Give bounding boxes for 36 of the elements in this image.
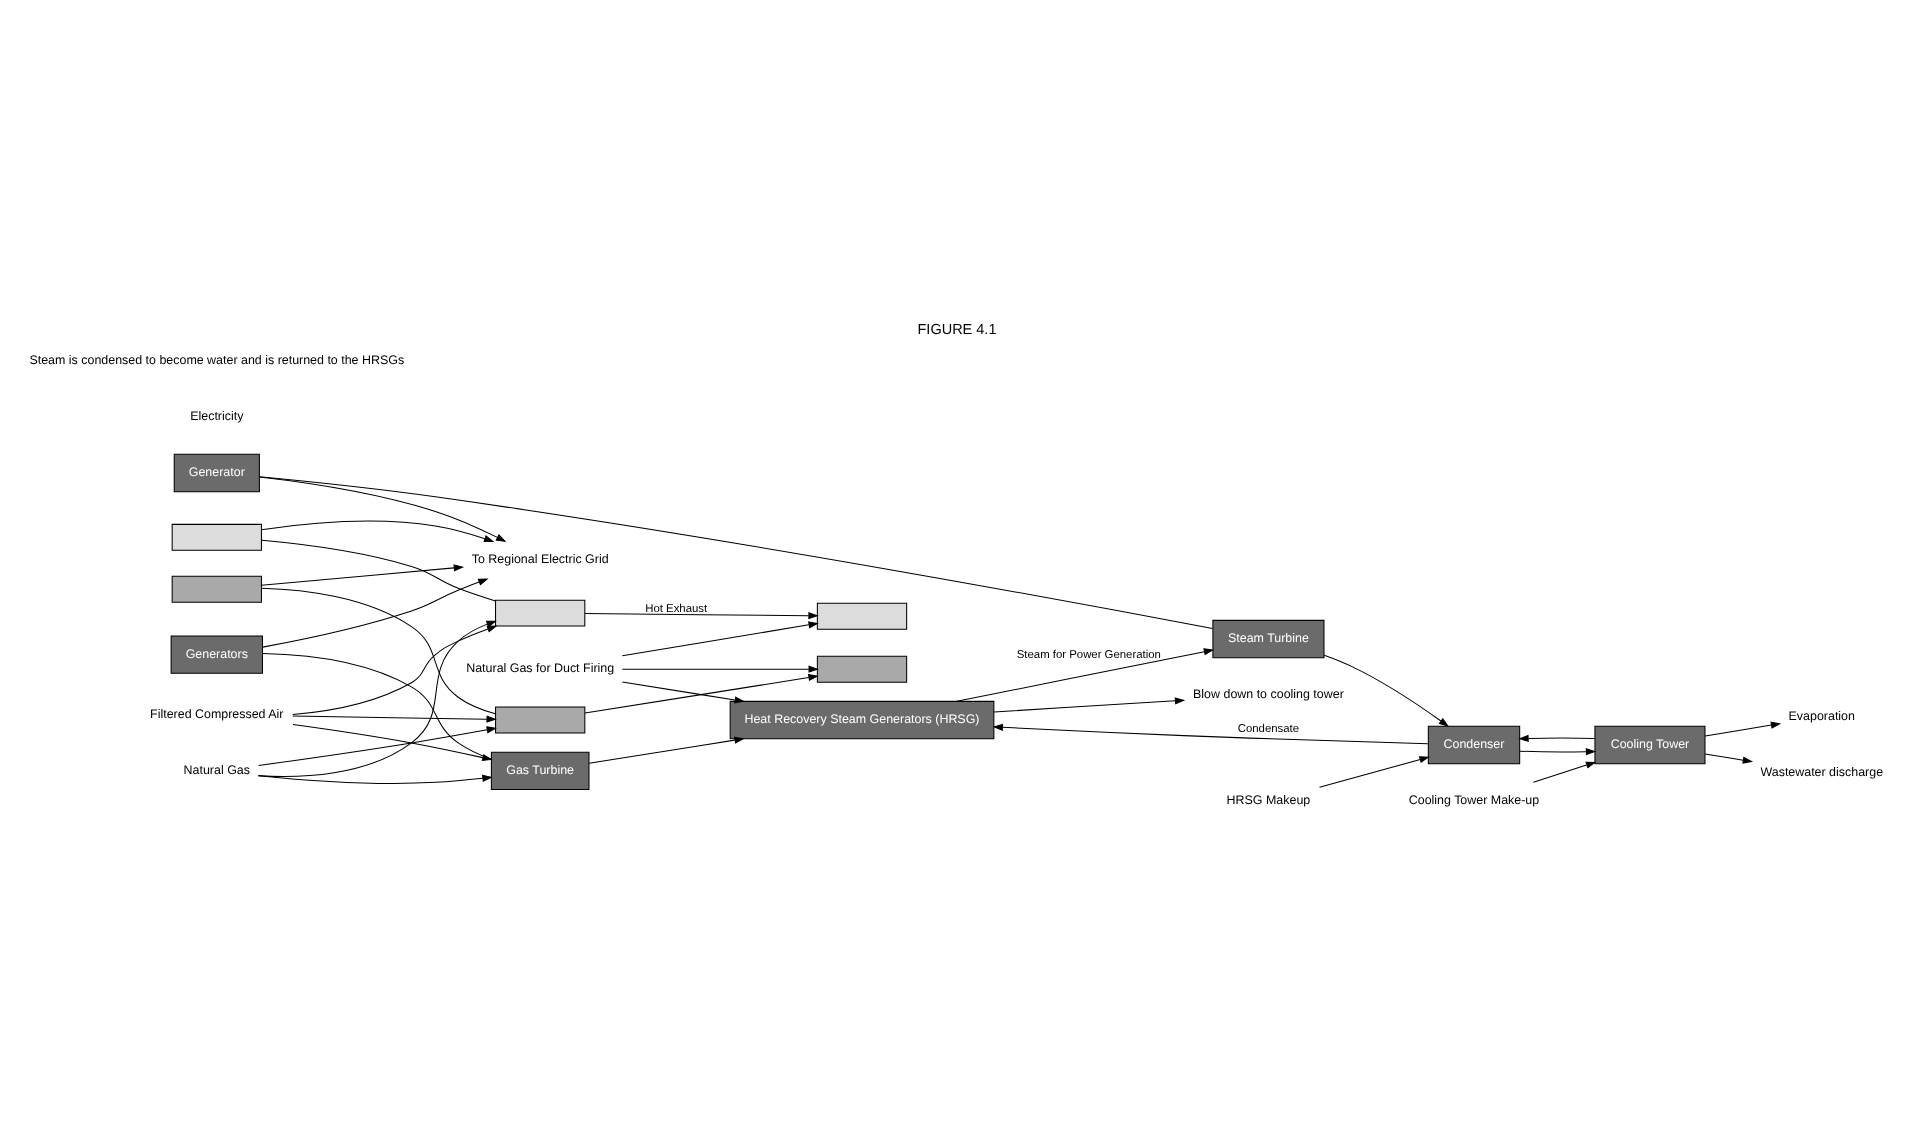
node-box [494,598,585,626]
arrow [256,773,492,783]
arrow [1318,755,1429,787]
arrow [256,619,496,776]
connector [260,538,495,601]
arrow [955,647,1214,701]
connector [259,586,495,714]
arrow [261,577,488,647]
arrow [1531,760,1596,782]
arrow [260,563,464,585]
arrow [583,611,818,619]
arrow [1703,752,1753,763]
arrow [1518,747,1596,755]
node-box [815,601,907,629]
arrow [620,664,818,672]
arrow [587,735,744,763]
arrow [1517,733,1595,742]
arrow [1322,653,1449,726]
connector [258,475,1213,629]
node-box [815,654,907,682]
arrow [257,725,496,765]
node-box [170,574,261,602]
arrow [583,672,818,713]
arrow [291,722,492,761]
connector [261,651,491,759]
arrow [259,519,494,541]
node-box [494,705,585,733]
arrow [258,475,506,542]
arrow [620,680,744,703]
arrow [620,620,818,656]
arrow [992,696,1185,712]
arrow [291,714,496,722]
arrow [991,722,1428,744]
node-box [170,522,261,550]
arrow [291,624,497,714]
arrow [1703,720,1781,736]
